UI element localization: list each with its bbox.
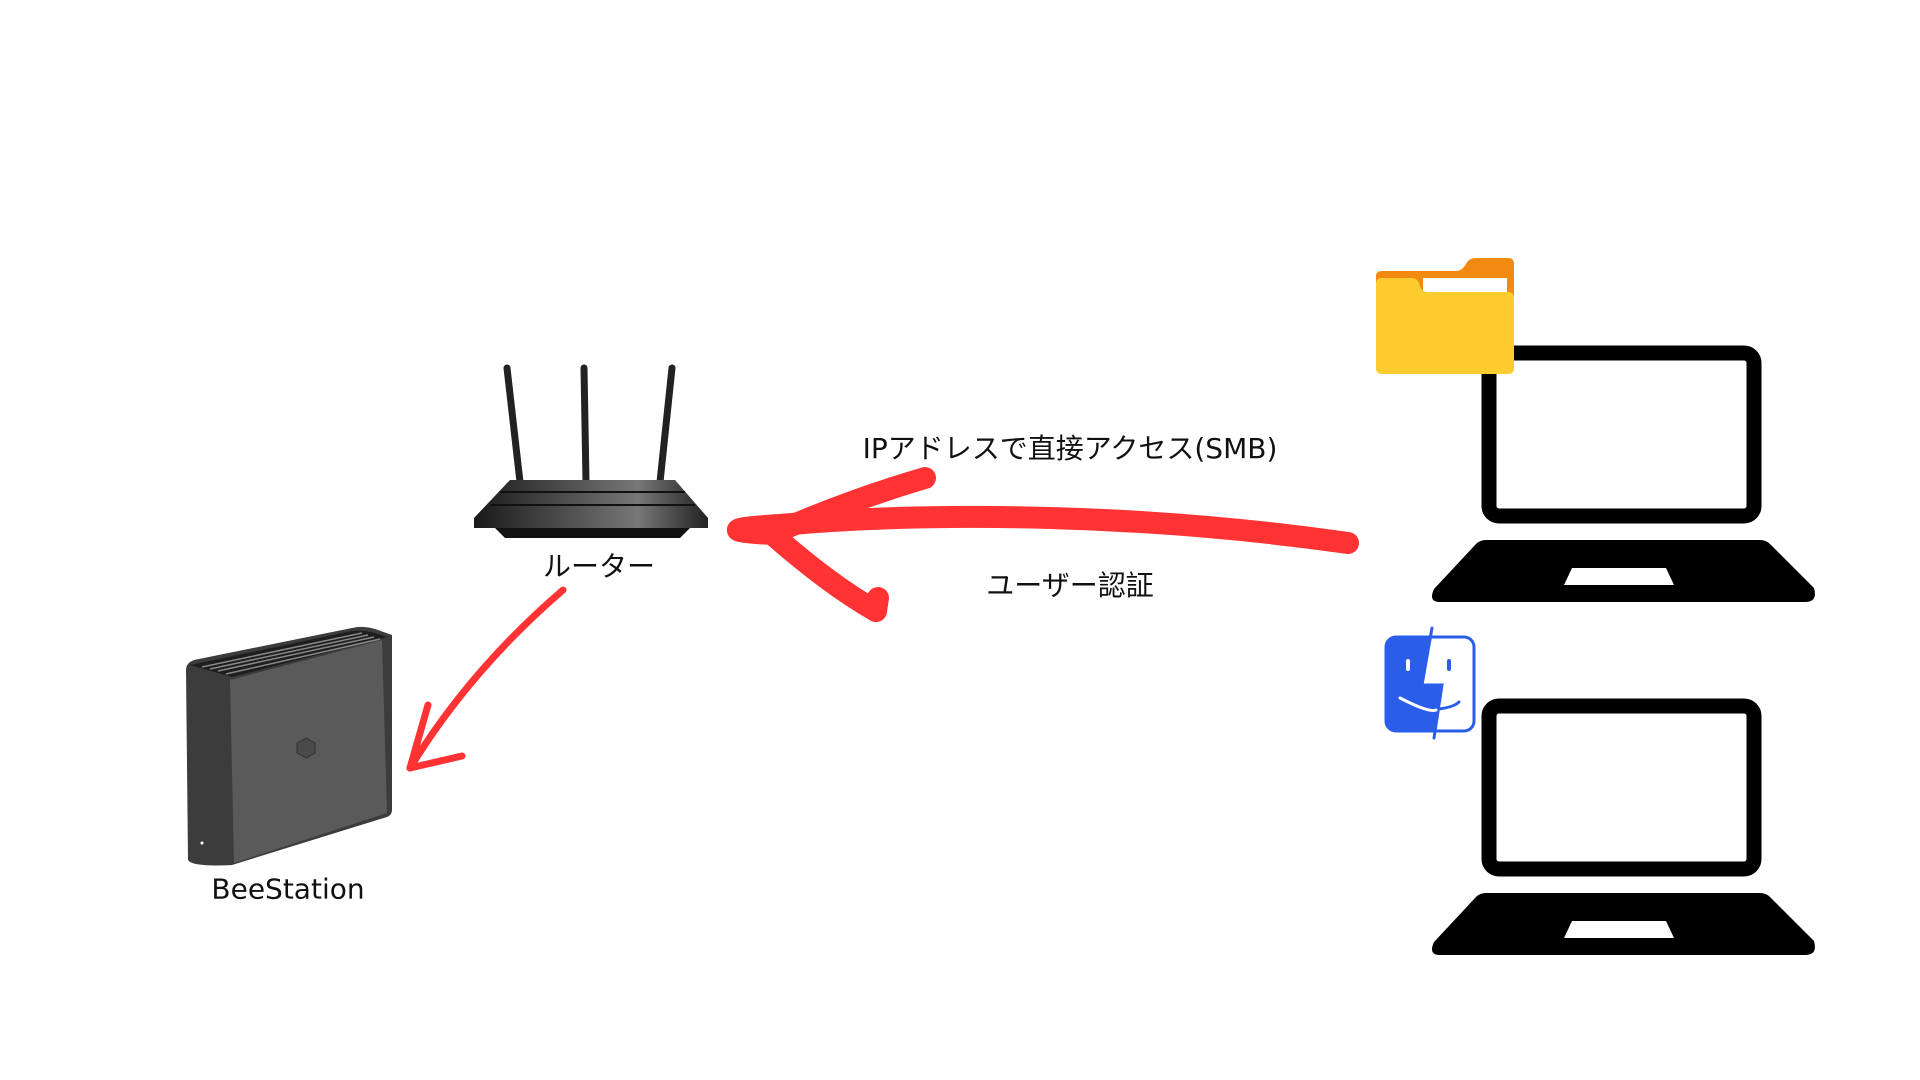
router-label: ルーター [542,550,656,583]
folder-icon [1376,258,1514,374]
user-auth-label: ユーザー認証 [986,569,1154,602]
finder-icon [1384,626,1476,740]
arrow-client-to-router [726,467,1359,622]
nas-device-icon [186,626,392,866]
smb-access-label: IPアドレスで直接アクセス(SMB) [862,432,1278,465]
router-icon [474,364,708,538]
laptop-icon [1432,698,1815,955]
laptop-icon [1432,345,1815,602]
arrow-router-to-nas [406,586,567,772]
nas-label: BeeStation [211,872,365,906]
